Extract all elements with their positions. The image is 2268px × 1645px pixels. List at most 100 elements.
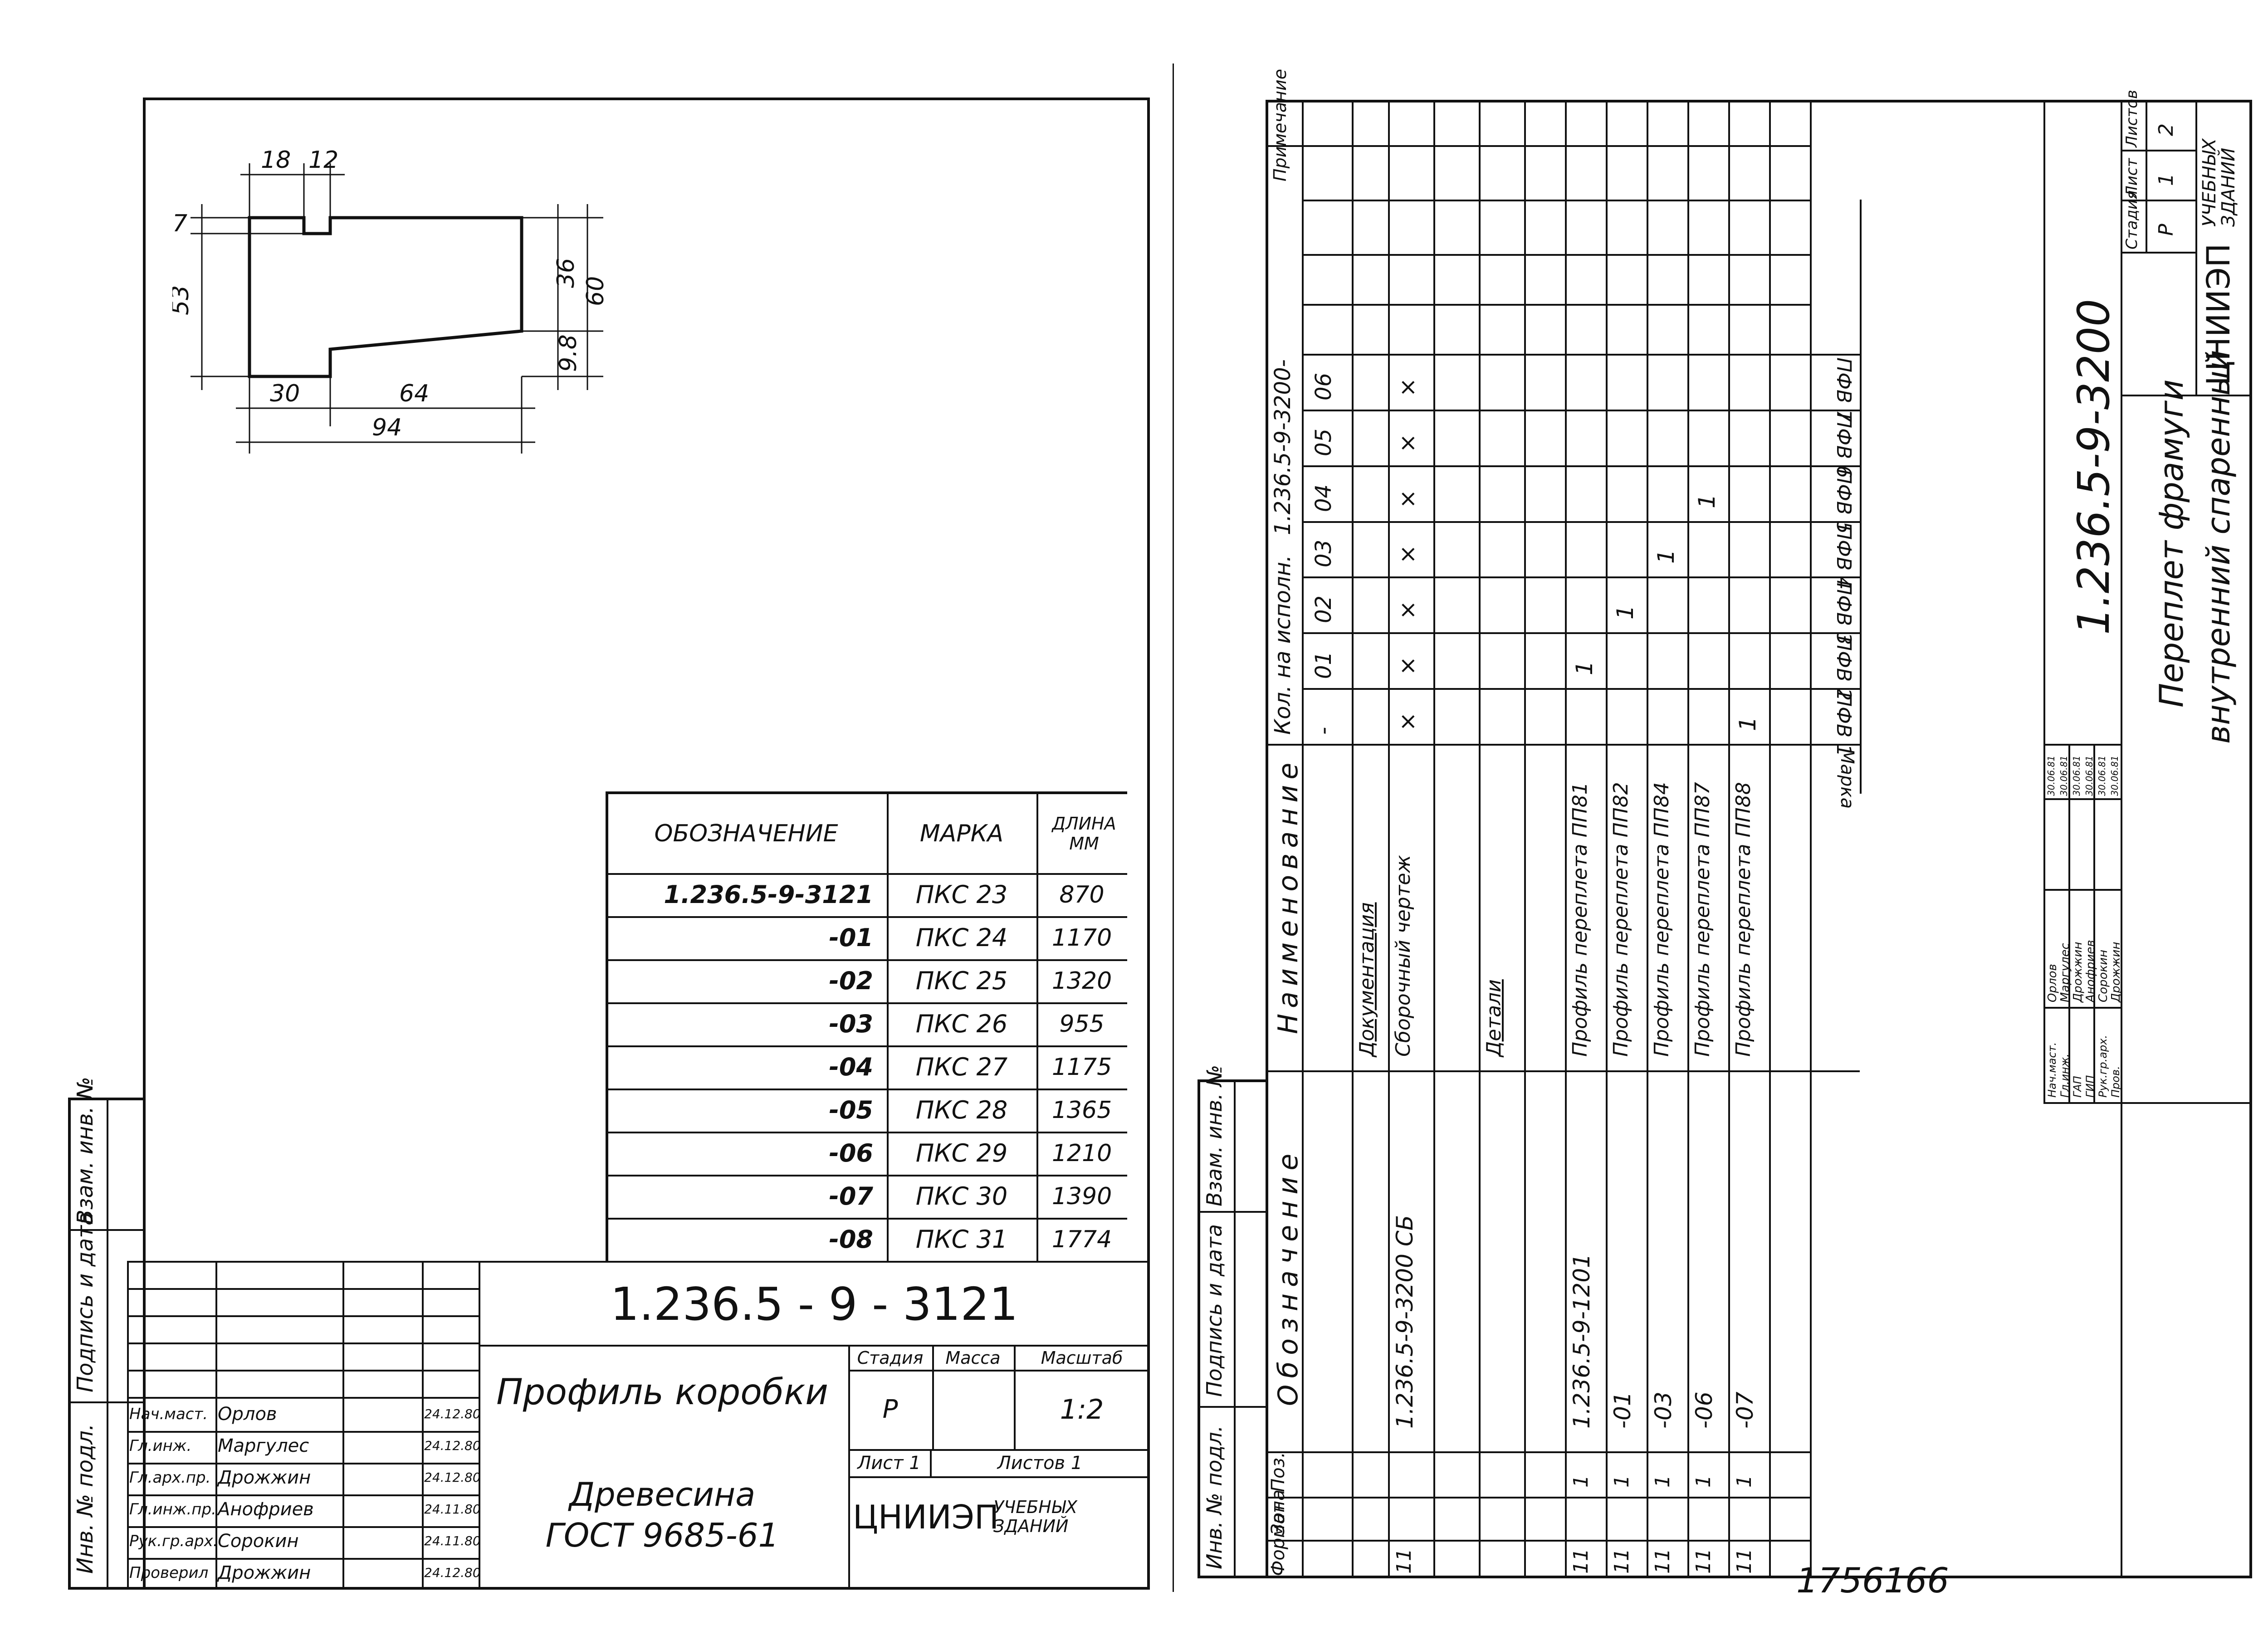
spec-header-pos: Поз. — [1268, 1452, 1289, 1492]
left-scale-header: Масштаб — [1041, 1348, 1123, 1368]
spec-variant: 05 — [1311, 428, 1336, 456]
profile-drawing: 18 12 7 53 36 60 9.8 30 64 94 — [172, 146, 609, 454]
right-sheets-header: Листов — [2123, 89, 2141, 147]
spec-qty-mark: 1 — [1571, 661, 1598, 676]
right-side-label-inv: Инв. № подл. — [1202, 1425, 1227, 1569]
marks-row-code: -02 — [829, 966, 873, 995]
spec-header-qty-code: 1.236.5-9-3200- — [1270, 359, 1295, 535]
left-doc-number: 1.236.5 - 9 - 3121 — [610, 1277, 1018, 1331]
spec-qty-mark: × — [1394, 433, 1421, 453]
dim-bottom-b: 64 — [399, 380, 429, 407]
marks-col-header: Марка — [1837, 748, 1857, 809]
spec-row-pos: 1 — [1692, 1475, 1715, 1488]
left-person-name: Анофриев — [218, 1499, 314, 1520]
spec-header-qty: Кол. на исполн. — [1270, 555, 1295, 735]
left-stage-header: Стадия — [857, 1348, 924, 1368]
marks-row-code: -01 — [829, 923, 873, 952]
dim-bottom-a: 30 — [270, 380, 300, 407]
marks-row-length: 1365 — [1051, 1096, 1112, 1124]
right-title-1: Переплет фрамуги — [2152, 379, 2190, 708]
spec-header-note: Примечание — [1270, 68, 1290, 181]
right-person-name: Орлов — [2046, 964, 2059, 1002]
dim-bottom-total: 94 — [372, 414, 402, 441]
right-person-name: Дрожжин — [2071, 942, 2085, 1002]
spec-row-name: Профиль переплета ПП87 — [1691, 782, 1714, 1057]
left-side-label-inv: Инв. № подл. — [73, 1423, 98, 1574]
spec-row-pos: 1 — [1651, 1475, 1674, 1488]
spec-header-name: Наименование — [1272, 757, 1304, 1034]
right-org-sub: УЧЕБНЫХ ЗДАНИЙ — [2199, 138, 2239, 227]
right-sheet-no: 1 — [2155, 173, 2178, 186]
left-person-role: Нач.маст. — [129, 1405, 208, 1423]
marks-row-mark: ПКС 31 — [915, 1225, 1008, 1254]
dim-top-b: 12 — [308, 146, 338, 174]
spec-qty-mark: × — [1394, 489, 1421, 508]
spec-row-name: Профиль переплета ПП88 — [1732, 782, 1755, 1057]
left-person-date: 24.11.80 — [424, 1533, 481, 1548]
spec-variant: 04 — [1311, 484, 1336, 512]
spec-row-designation: -03 — [1650, 1391, 1677, 1429]
right-person-date: 30.06.81 — [2071, 755, 2082, 796]
right-person-date: 30.06.81 — [2058, 755, 2069, 796]
spec-qty-mark: 1 — [1694, 493, 1720, 508]
spec-row-pos: 1 — [1733, 1475, 1756, 1488]
archive-number: 17561 — [1796, 1560, 1906, 1601]
spec-row-designation: 1.236.5-9-3200 СБ — [1392, 1215, 1418, 1429]
left-person-name: Дрожжин — [218, 1467, 311, 1488]
right-side-strip — [1198, 1079, 1268, 1578]
left-person-name: Дрожжин — [218, 1562, 311, 1583]
left-sheets-count: Листов 1 — [997, 1453, 1083, 1474]
profile-outline — [248, 216, 523, 378]
marks-col-item: ПФВ 5 — [1832, 469, 1855, 534]
spec-row-name: Профиль переплета ПП81 — [1569, 782, 1592, 1057]
left-person-role: Проверил — [129, 1563, 209, 1582]
spec-row-designation: -07 — [1732, 1391, 1758, 1429]
marks-row-mark: ПКС 25 — [915, 966, 1008, 995]
spec-variant: 01 — [1311, 651, 1336, 679]
left-title: Профиль коробки — [496, 1372, 828, 1413]
spec-row-format: 11 — [1651, 1548, 1674, 1574]
right-side-label-sign: Подпись и дата — [1202, 1224, 1227, 1397]
right-person-role: Пров. — [2109, 1066, 2122, 1098]
right-person-role: Рук.гр.арх. — [2097, 1035, 2109, 1098]
marks-row-code: -04 — [829, 1053, 873, 1081]
spec-row-format: 11 — [1610, 1548, 1633, 1574]
right-person-name: Анофриев — [2084, 940, 2097, 1002]
marks-header-length: ДЛИНА ММ — [1052, 813, 1116, 854]
marks-row-code: -05 — [829, 1096, 873, 1124]
marks-row-code: -08 — [829, 1225, 873, 1254]
right-org: ЦНИИЭП — [2200, 243, 2237, 386]
left-person-date: 24.11.80 — [424, 1502, 481, 1517]
marks-row-mark: ПКС 28 — [915, 1096, 1008, 1124]
spec-qty-mark: × — [1394, 377, 1421, 397]
spec-row-name: Профиль переплета ПП82 — [1609, 782, 1633, 1057]
dim-left-h: 53 — [172, 285, 194, 315]
dim-top-a: 18 — [261, 146, 291, 174]
marks-row-length: 1390 — [1051, 1182, 1112, 1210]
spec-row-format: 11 — [1393, 1548, 1416, 1574]
right-person-date: 30.06.81 — [2109, 755, 2120, 796]
right-person-role: ГАП — [2071, 1076, 2084, 1098]
left-org-sub: УЧЕБНЫХ ЗДАНИЙ — [993, 1497, 1077, 1536]
right-person-role: Гл.инж. — [2058, 1054, 2071, 1098]
left-person-role: Гл.инж. — [129, 1436, 192, 1455]
right-sheet-header: Лист — [2123, 158, 2141, 197]
left-person-role: Гл.инж.пр. — [129, 1500, 216, 1518]
spec-row-format: 11 — [1692, 1548, 1715, 1574]
right-person-role: Нач.маст. — [2046, 1042, 2058, 1098]
left-person-name: Орлов — [218, 1403, 277, 1425]
left-side-label-repl: Взам. инв. № — [73, 1077, 98, 1225]
left-org: ЦНИИЭП — [853, 1498, 999, 1536]
right-side-label-repl: Взам. инв. № — [1202, 1064, 1227, 1206]
left-sheet-frame — [143, 98, 1150, 1590]
right-stage: Р — [2155, 224, 2178, 236]
spec-variant: - — [1311, 727, 1336, 735]
marks-row-mark: ПКС 24 — [915, 923, 1008, 952]
right-sheets-count: 2 — [2155, 123, 2178, 136]
left-person-role: Рук.гр.арх. — [129, 1532, 218, 1550]
dim-right-upper: 36 — [552, 258, 580, 288]
spec-row-designation: -06 — [1691, 1391, 1717, 1429]
spec-header-zone: Зона — [1268, 1489, 1289, 1535]
marks-row-length: 1320 — [1051, 967, 1112, 995]
spec-row-name: Сборочный чертеж — [1392, 854, 1415, 1057]
